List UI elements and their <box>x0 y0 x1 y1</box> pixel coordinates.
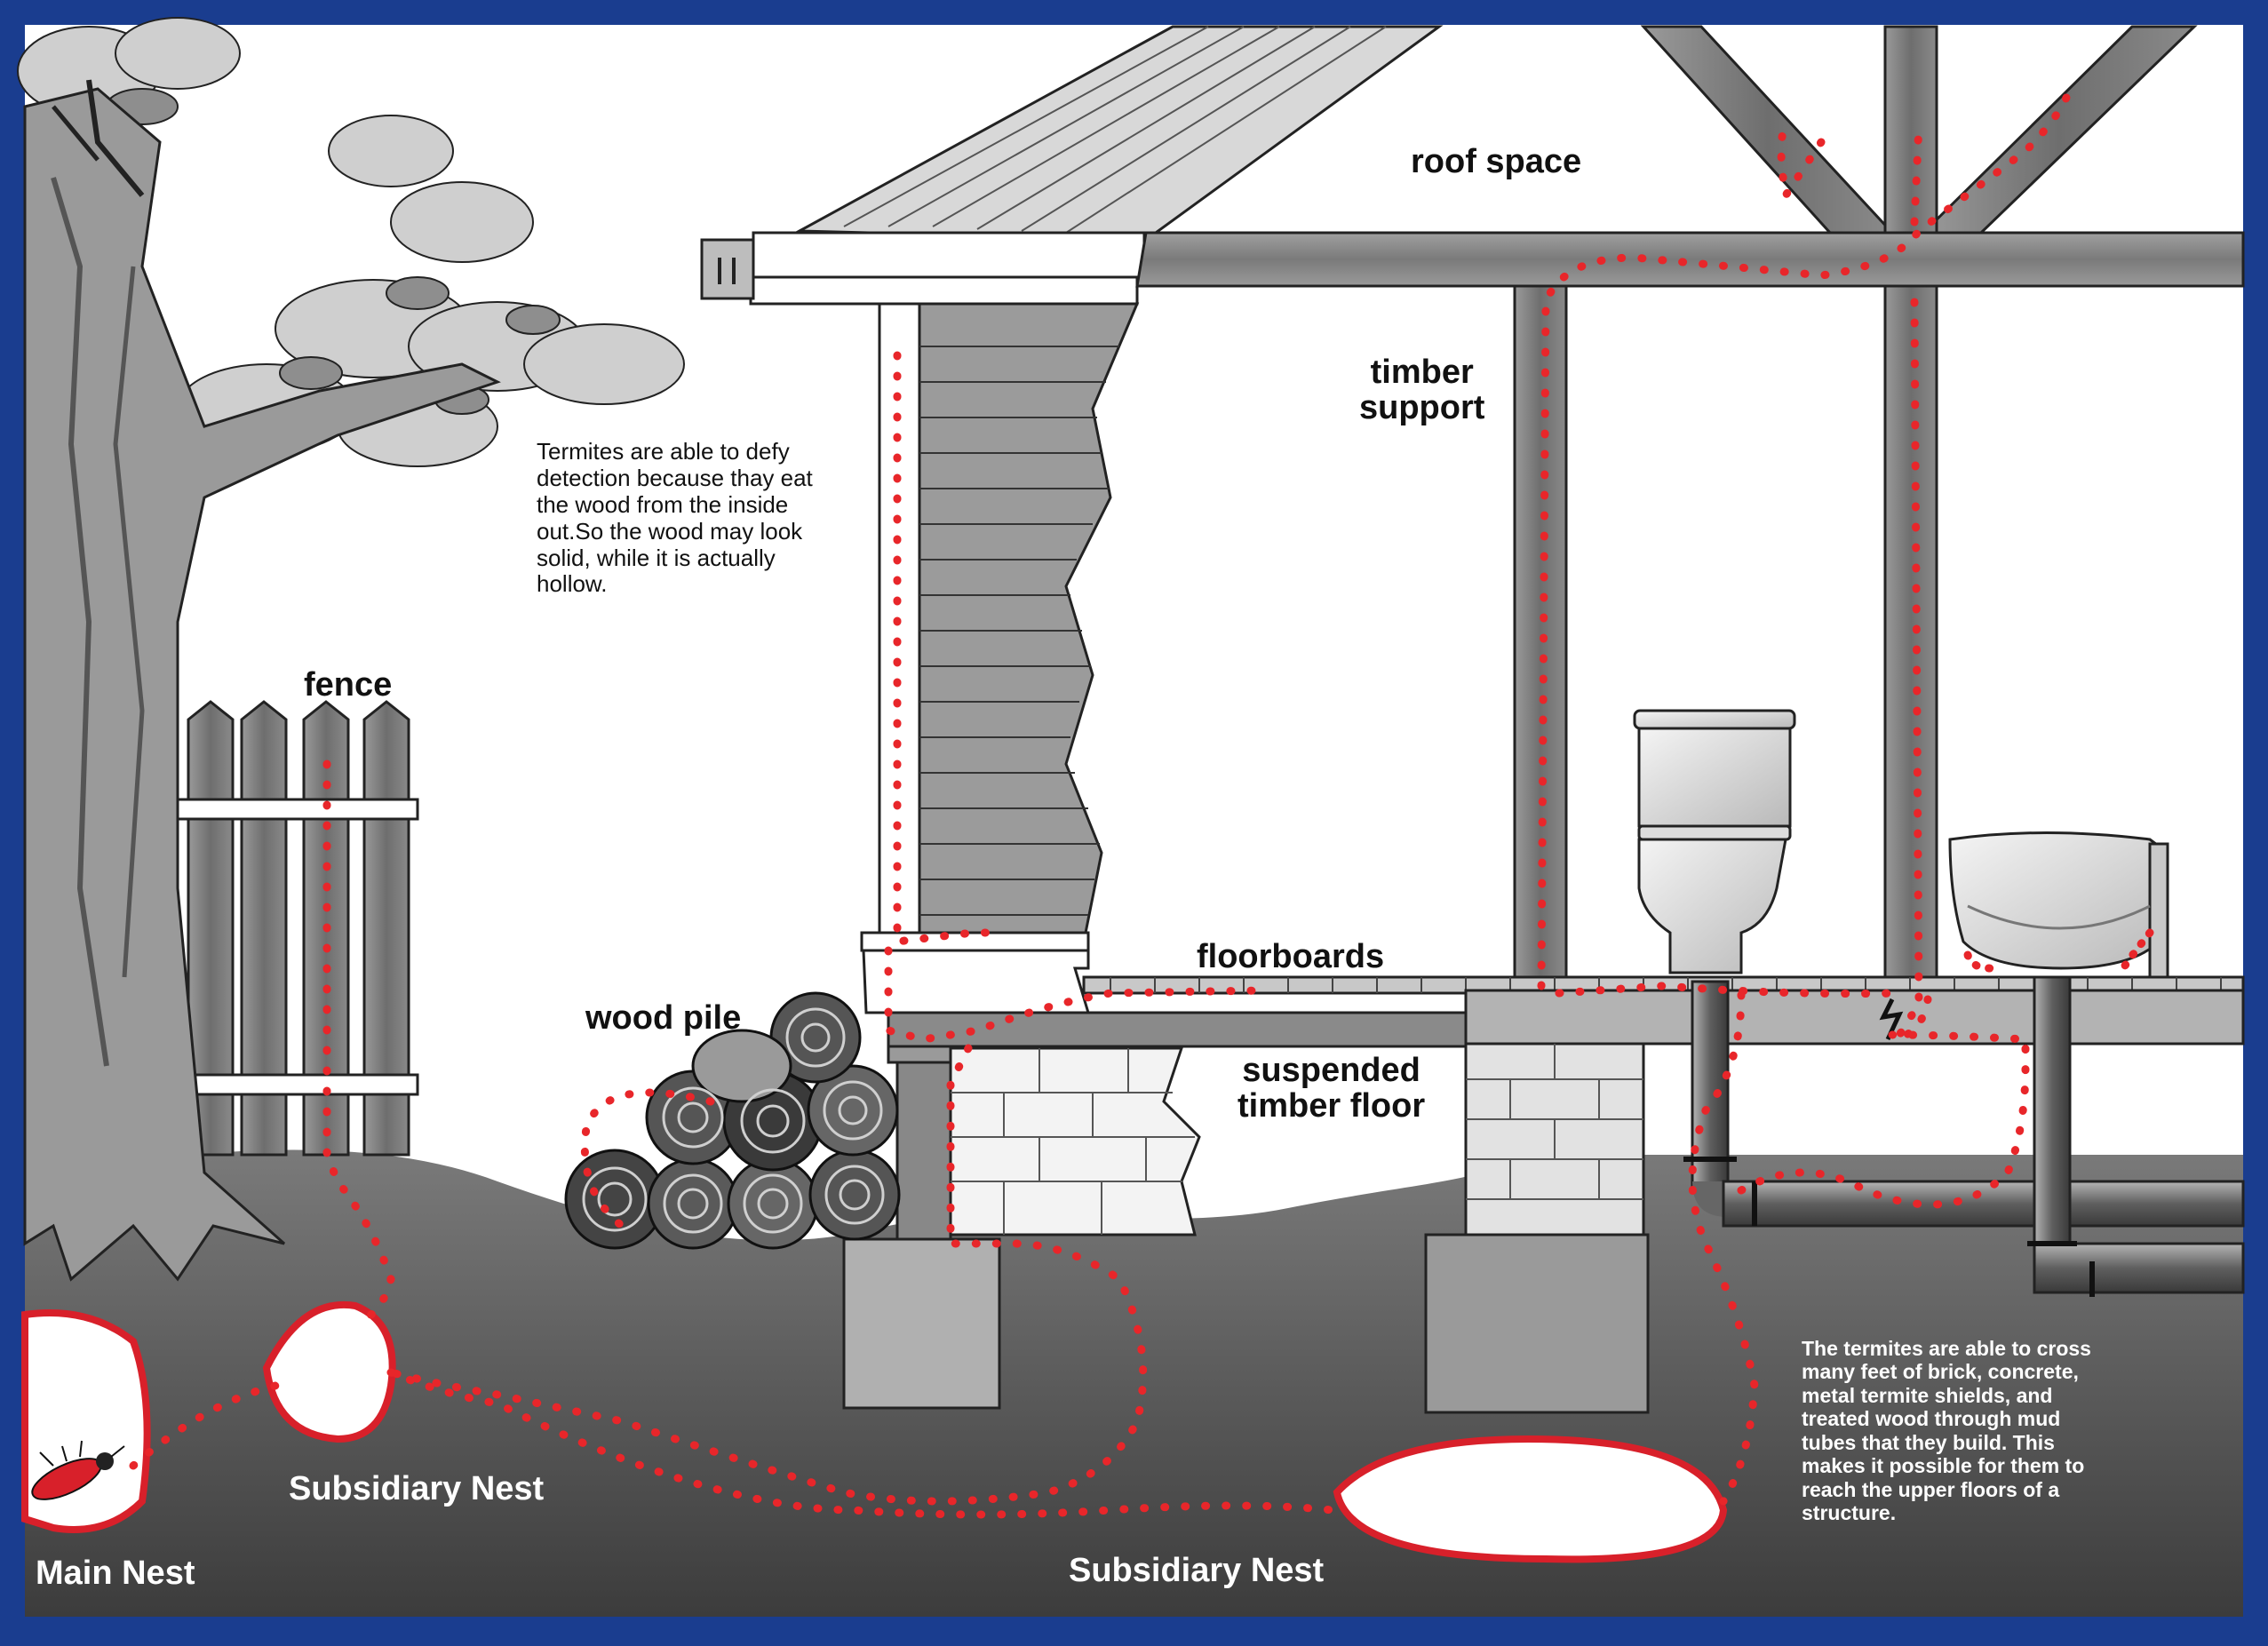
label-wood-pile: wood pile <box>585 999 742 1037</box>
wood-pile <box>564 991 901 1250</box>
label-subsidiary-nest-left: Subsidiary Nest <box>289 1470 545 1507</box>
roof-truss <box>1135 25 2245 985</box>
trail-woodpile <box>580 1088 715 1230</box>
slab-crack <box>1879 998 1904 1041</box>
label-subsidiary-nest-center: Subsidiary Nest <box>1069 1552 1325 1589</box>
timber-post-left <box>1513 284 1568 985</box>
termite-icon <box>31 1440 125 1500</box>
trail-truss-left <box>1777 120 1826 206</box>
label-suspended-timber-floor: suspended timber floor <box>1237 1052 1426 1125</box>
house-wall <box>860 302 1140 1014</box>
concrete-slab <box>1464 989 2245 1046</box>
drain-pipe-lower <box>2033 1242 2245 1294</box>
basin-icon <box>1948 831 2169 979</box>
subsidiary-nest-left-chamber <box>262 1300 396 1443</box>
note-detection: Termites are able to defy detection beca… <box>537 438 813 598</box>
subsidiary-nest-center-chamber <box>1333 1435 1728 1563</box>
trail-truss-center <box>1910 120 1923 227</box>
trail-pipe-loop <box>1737 1030 2030 1209</box>
fence <box>131 700 419 1157</box>
brick-pier <box>949 1046 1201 1236</box>
roof <box>700 25 1444 306</box>
trail-basin-right <box>2119 928 2154 973</box>
floor-bearer <box>887 1011 1476 1048</box>
termite-trails <box>129 84 2154 1519</box>
trail-basin-left <box>1963 950 1994 973</box>
ceiling-beam <box>1135 231 2245 288</box>
trail-main-to-subsidiary <box>129 1381 280 1470</box>
label-main-nest: Main Nest <box>36 1555 195 1592</box>
label-floorboards: floorboards <box>1197 938 1385 975</box>
trail-slab-to-nest <box>1688 990 1759 1506</box>
label-roof-space: roof space <box>1411 143 1582 180</box>
toilet-icon <box>1633 709 1796 974</box>
label-timber-support: timber support <box>1359 354 1485 426</box>
gutter <box>700 238 755 300</box>
stump-post <box>895 1061 952 1242</box>
trail-to-center-nest <box>386 1368 1337 1519</box>
fascia-board <box>752 231 1146 279</box>
timber-post-right <box>1883 284 1938 985</box>
tree-icon <box>17 17 685 1282</box>
footing-right <box>1424 1233 1650 1414</box>
note-mud-tubes: The termites are able to cross many feet… <box>1802 1337 2091 1525</box>
footing-left <box>842 1237 1001 1410</box>
label-fence: fence <box>304 666 393 704</box>
drain-pipe-upper <box>1722 1180 2245 1228</box>
plumbing-pipes <box>1683 975 2245 1297</box>
label-concrete-slab: concrete slab <box>1763 1054 1981 1091</box>
trail-floorboards <box>1555 982 1906 998</box>
trail-fence <box>322 759 395 1328</box>
